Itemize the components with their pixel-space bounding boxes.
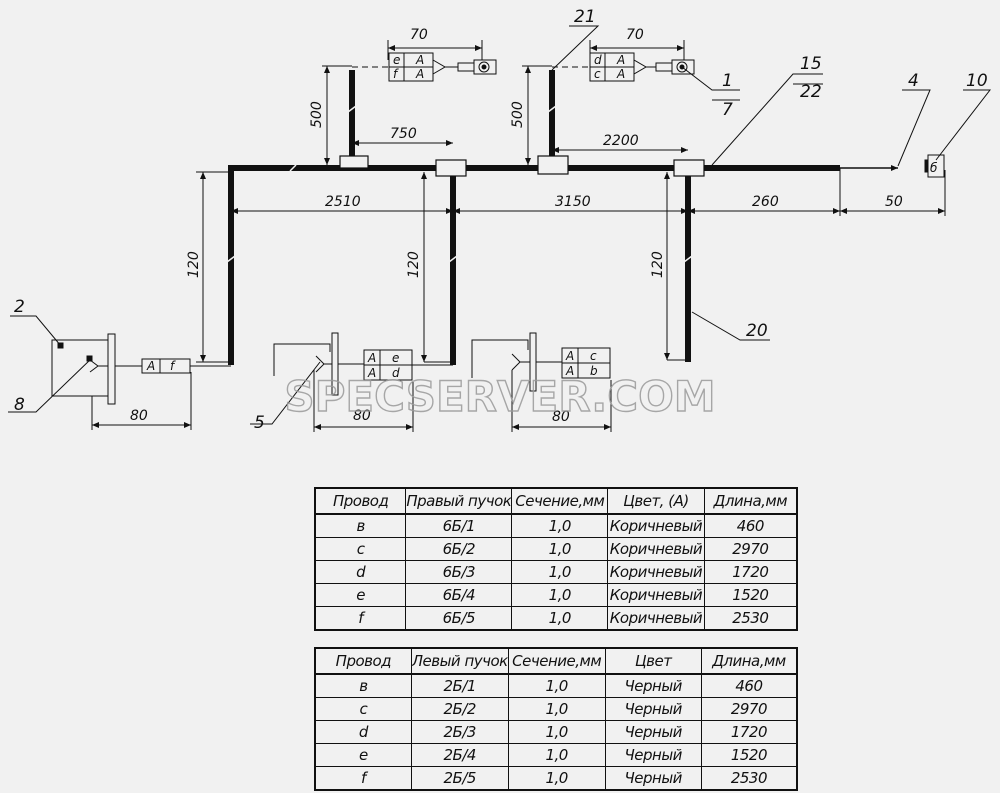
dim-120-left: 120 bbox=[186, 251, 202, 278]
dim-260: 260 bbox=[752, 194, 779, 210]
svg-text:c: c bbox=[594, 67, 601, 81]
svg-text:d: d bbox=[392, 366, 400, 380]
th-color: Цвет bbox=[604, 647, 702, 675]
svg-text:A: A bbox=[415, 67, 424, 81]
svg-text:A: A bbox=[616, 53, 625, 67]
device-2 bbox=[51, 339, 109, 397]
table-right-harness: Провод Правый пучок Сечение,мм Цвет, (А)… bbox=[314, 487, 798, 631]
callout-20: 20 bbox=[746, 321, 768, 341]
svg-text:b: b bbox=[590, 364, 598, 378]
callout-2: 2 bbox=[14, 297, 25, 317]
svg-text:c: c bbox=[590, 349, 597, 363]
dim-80-mid: 80 bbox=[353, 408, 371, 424]
callout-7: 7 bbox=[722, 100, 733, 120]
callout-21: 21 bbox=[574, 7, 596, 27]
th-length: Длина,мм bbox=[700, 647, 798, 675]
dim-2510: 2510 bbox=[325, 194, 361, 210]
dim-50: 50 bbox=[885, 194, 903, 210]
th-length: Длина,мм bbox=[703, 487, 798, 515]
svg-text:d: d bbox=[594, 53, 602, 67]
svg-text:f: f bbox=[170, 359, 176, 373]
svg-text:A: A bbox=[367, 351, 376, 365]
harness-bundles bbox=[228, 70, 840, 365]
svg-text:A: A bbox=[565, 349, 574, 363]
terminal-right bbox=[840, 154, 945, 178]
th-wire: Провод bbox=[314, 487, 407, 515]
svg-text:A: A bbox=[146, 359, 155, 373]
callout-leaders bbox=[8, 25, 992, 425]
terminal-label: б bbox=[930, 161, 938, 175]
th-bundle: Левый пучок bbox=[410, 647, 509, 675]
dim-500-right: 500 bbox=[510, 101, 526, 128]
svg-text:e: e bbox=[393, 53, 400, 67]
dim-70-left: 70 bbox=[410, 27, 428, 43]
svg-text:e: e bbox=[392, 351, 399, 365]
dim-80-right: 80 bbox=[552, 409, 570, 425]
dim-70-right: 70 bbox=[626, 27, 644, 43]
connector-bottom-mid bbox=[273, 332, 453, 396]
dim-120-mid: 120 bbox=[406, 251, 422, 278]
dim-3150: 3150 bbox=[555, 194, 591, 210]
callout-1: 1 bbox=[722, 71, 733, 91]
svg-text:A: A bbox=[565, 364, 574, 378]
connector-left bbox=[51, 333, 231, 405]
th-section: Сечение,мм bbox=[507, 647, 606, 675]
connector-bottom-right bbox=[471, 332, 611, 392]
th-section: Сечение,мм bbox=[511, 487, 609, 515]
svg-text:A: A bbox=[367, 366, 376, 380]
svg-text:f: f bbox=[393, 67, 399, 81]
callout-8: 8 bbox=[14, 395, 25, 415]
th-bundle: Правый пучок bbox=[405, 487, 513, 515]
connector-top-left bbox=[352, 52, 497, 82]
th-wire: Провод bbox=[314, 647, 412, 675]
dim-750: 750 bbox=[390, 126, 417, 142]
table-left-harness: Провод Левый пучок Сечение,мм Цвет Длина… bbox=[314, 647, 798, 791]
junction-blocks bbox=[339, 155, 705, 177]
dim-80-left: 80 bbox=[130, 408, 148, 424]
dim-500-left: 500 bbox=[309, 101, 325, 128]
dimension-lines bbox=[91, 40, 946, 432]
svg-text:A: A bbox=[415, 53, 424, 67]
callout-15: 15 bbox=[800, 54, 822, 74]
dim-2200: 2200 bbox=[603, 133, 639, 149]
callout-22: 22 bbox=[800, 82, 822, 102]
callout-5: 5 bbox=[254, 413, 265, 433]
callout-10: 10 bbox=[966, 71, 988, 91]
watermark: SPECSERVER.COM bbox=[284, 372, 715, 421]
callout-4: 4 bbox=[908, 71, 919, 91]
svg-text:A: A bbox=[616, 67, 625, 81]
th-color: Цвет, (А) bbox=[607, 487, 705, 515]
dim-120-right: 120 bbox=[650, 251, 666, 278]
